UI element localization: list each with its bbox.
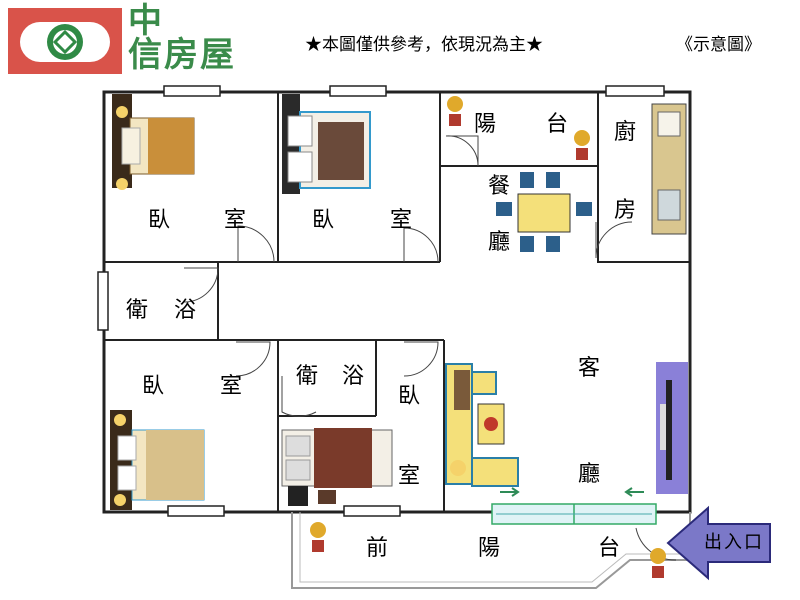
tv-icon xyxy=(656,362,688,494)
label-bedroom-tl-b: 室 xyxy=(224,208,247,233)
label-dining-a: 餐 xyxy=(488,174,511,199)
label-bath-left-a: 衛 xyxy=(126,298,149,323)
entrance-label: 出入口 xyxy=(704,532,764,553)
plant-icon xyxy=(447,96,463,126)
wall-bedroom-tl xyxy=(104,92,279,263)
door-swing xyxy=(403,341,439,377)
wall-kitchen xyxy=(440,92,690,263)
window xyxy=(163,85,221,97)
brand-logo-icon xyxy=(8,8,122,74)
label-balcony-back-b: 台 xyxy=(546,112,569,137)
label-bedroom-tl-a: 臥 xyxy=(148,208,171,233)
bed-icon xyxy=(281,428,393,506)
dining-table-icon xyxy=(496,172,592,252)
sofa-icon xyxy=(445,363,519,487)
label-bedroom-bm-a: 臥 xyxy=(398,384,421,409)
bed-icon xyxy=(110,410,205,510)
plant-icon xyxy=(574,130,590,160)
plant-icon xyxy=(650,548,666,578)
label-front-balcony-b: 陽 xyxy=(478,536,501,561)
bed-icon xyxy=(282,94,371,194)
label-bath-mid-b: 浴 xyxy=(342,364,365,389)
label-bath-mid-a: 衛 xyxy=(296,364,319,389)
label-bedroom-tm-a: 臥 xyxy=(312,208,335,233)
label-front-balcony-a: 前 xyxy=(366,536,389,561)
window xyxy=(167,505,225,517)
door-swing xyxy=(403,227,439,263)
label-bedroom-bm-b: 室 xyxy=(398,464,421,489)
label-front-balcony-c: 台 xyxy=(598,536,621,561)
door-swing xyxy=(235,341,271,377)
door-swing xyxy=(445,135,479,167)
window xyxy=(605,85,665,97)
plant-icon xyxy=(310,522,326,552)
wall-bedroom-bl xyxy=(104,339,279,512)
door-swing xyxy=(183,267,219,303)
label-living-b: 廳 xyxy=(578,462,601,487)
brand-logo xyxy=(8,8,122,74)
door-swing xyxy=(281,376,317,417)
brand-name: 中 信房屋 xyxy=(128,4,236,72)
window xyxy=(329,85,387,97)
label-dining-b: 廳 xyxy=(488,230,511,255)
disclaimer-notice: ★本圖僅供參考，依現況為主★ xyxy=(305,35,543,55)
label-kitchen-b: 房 xyxy=(614,198,637,223)
brand-name-line2: 信房屋 xyxy=(128,35,236,75)
entrance-arrow-icon xyxy=(666,505,771,581)
window xyxy=(97,271,109,331)
label-balcony-back-a: 陽 xyxy=(474,112,497,137)
label-bedroom-bl-a: 臥 xyxy=(142,374,165,399)
label-kitchen-a: 廚 xyxy=(614,120,637,145)
bed-icon xyxy=(112,94,195,190)
door-swing xyxy=(595,221,633,259)
entrance-marker: 出入口 xyxy=(668,506,772,580)
schematic-tag: 《示意圖》 xyxy=(676,35,761,55)
window xyxy=(343,505,401,517)
kitchen-counter-icon xyxy=(651,103,687,235)
door-swing xyxy=(635,527,677,561)
label-bath-left-b: 浴 xyxy=(174,298,197,323)
label-bedroom-tm-b: 室 xyxy=(390,208,413,233)
brand-name-line1: 中 xyxy=(128,1,164,41)
label-bedroom-bl-b: 室 xyxy=(220,374,243,399)
door-swing xyxy=(237,225,275,263)
wall-bath-left xyxy=(104,262,219,341)
wall-bedroom-tm xyxy=(278,92,441,263)
sliding-door xyxy=(491,487,657,525)
label-living-a: 客 xyxy=(578,356,601,381)
